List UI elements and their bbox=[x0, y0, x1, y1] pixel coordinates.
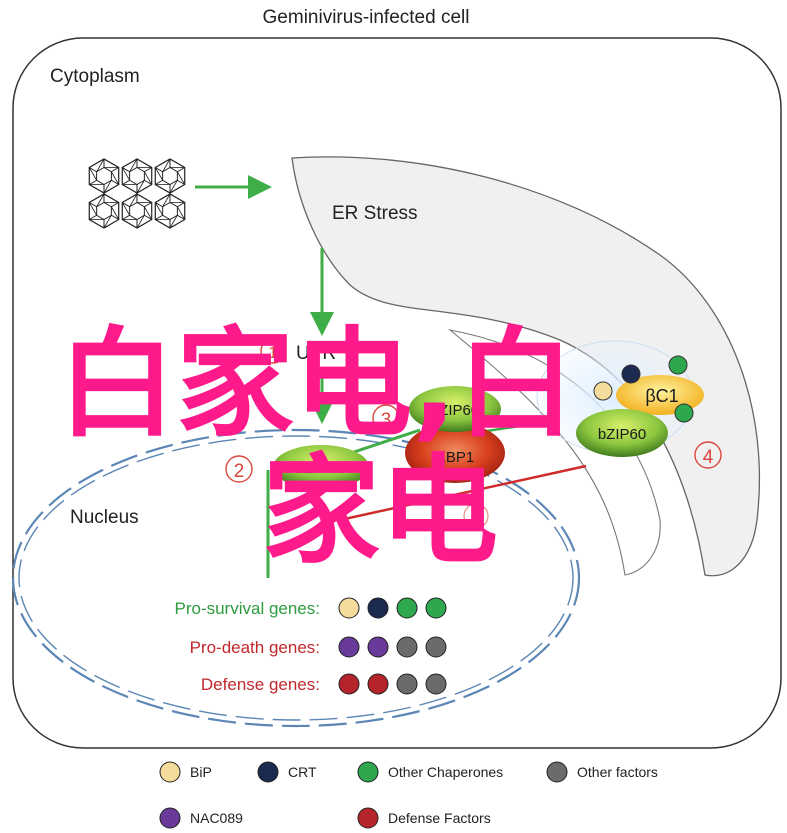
step-1-marker bbox=[260, 338, 286, 364]
watermark-line-1: 白家电,白 bbox=[58, 315, 575, 453]
legend-swatch bbox=[357, 761, 379, 783]
virus-particle-icon bbox=[88, 193, 120, 229]
bzip60-complex-3-label: bZIP60 bbox=[431, 402, 479, 419]
legend-item: NAC089 bbox=[159, 807, 243, 829]
legend-item: CRT bbox=[257, 761, 317, 783]
legend-item: Defense Factors bbox=[357, 807, 491, 829]
bzip60-complex-2 bbox=[273, 445, 369, 489]
legend-swatch bbox=[546, 761, 568, 783]
er-membrane bbox=[291, 156, 761, 577]
virus-particle-icon bbox=[88, 158, 120, 194]
virus-particle-icon bbox=[154, 158, 186, 194]
nucleus-membrane-inner bbox=[18, 435, 574, 721]
legend-item: Other factors bbox=[546, 761, 658, 783]
gene-group-label: Pro-death genes: bbox=[190, 638, 320, 657]
virus-particle-icon bbox=[121, 158, 153, 194]
step-1-number: 1 bbox=[268, 343, 277, 362]
gene-dot bbox=[396, 673, 418, 695]
gene-dot bbox=[367, 597, 389, 619]
virus-particle-icon bbox=[121, 193, 153, 229]
chaperone-dot-2 bbox=[674, 403, 694, 423]
gene-group-label: Defense genes: bbox=[201, 675, 320, 694]
gene-dot bbox=[338, 673, 360, 695]
xbp1-complex-3-label: XBP1 bbox=[436, 449, 474, 466]
geminivirus-particles-icon bbox=[88, 158, 186, 229]
gene-dot bbox=[425, 636, 447, 658]
watermark-line-2: 家电 bbox=[262, 442, 498, 580]
legend-label: Defense Factors bbox=[388, 810, 491, 826]
step-5-number: 5 bbox=[472, 510, 481, 527]
crt-dot bbox=[621, 364, 641, 384]
upr-label: UPR bbox=[296, 343, 336, 364]
bip-dot bbox=[593, 381, 613, 401]
step-5-marker bbox=[463, 503, 489, 529]
gene-dot bbox=[425, 597, 447, 619]
legend-label: Other Chaperones bbox=[388, 764, 503, 780]
legend-label: NAC089 bbox=[190, 810, 243, 826]
gene-dot bbox=[367, 636, 389, 658]
step-2-number: 2 bbox=[234, 461, 245, 482]
virus-particle-icon bbox=[154, 193, 186, 229]
cytoplasm-label: Cytoplasm bbox=[50, 66, 140, 87]
bzip60-complex-4 bbox=[576, 409, 668, 457]
chaperone-dot-1 bbox=[668, 355, 688, 375]
bc1-label: βC1 bbox=[645, 386, 678, 406]
legend-swatch bbox=[159, 761, 181, 783]
inhibition-line bbox=[339, 464, 587, 522]
gene-dot bbox=[338, 636, 360, 658]
legend-swatch bbox=[159, 807, 181, 829]
legend-swatch bbox=[257, 761, 279, 783]
step-2-marker bbox=[225, 455, 253, 483]
bzip60-complex-2-label: bZIP60 bbox=[295, 460, 347, 477]
xbp1-complex-3 bbox=[405, 423, 505, 483]
gene-dot bbox=[396, 597, 418, 619]
diagram-title: Geminivirus-infected cell bbox=[263, 7, 470, 28]
nucleus-membrane-outer bbox=[11, 428, 581, 728]
gene-groups: Pro-survival genes: Pro-death genes: Defen… bbox=[174, 597, 447, 695]
legend-item: Other Chaperones bbox=[357, 761, 503, 783]
legend-label: BiP bbox=[190, 764, 212, 780]
gene-dot bbox=[367, 673, 389, 695]
bzip60-complex-4-label: bZIP60 bbox=[598, 426, 646, 443]
legend-label: CRT bbox=[288, 764, 317, 780]
step-3-number: 3 bbox=[381, 410, 392, 431]
legend-label: Other factors bbox=[577, 764, 658, 780]
er-stress-label: ER Stress bbox=[332, 203, 418, 224]
step-4-number: 4 bbox=[703, 447, 714, 468]
step-3-marker bbox=[372, 404, 400, 432]
nucleus-label: Nucleus bbox=[70, 507, 139, 528]
legend: BiP CRT Other Chaperones Other factorsNAC08… bbox=[159, 761, 658, 829]
step-4-marker bbox=[694, 441, 722, 469]
legend-item: BiP bbox=[159, 761, 212, 783]
gene-dot bbox=[338, 597, 360, 619]
gene-dot bbox=[396, 636, 418, 658]
legend-swatch bbox=[357, 807, 379, 829]
gene-group-label: Pro-survival genes: bbox=[174, 599, 320, 618]
bzip60-complex-3 bbox=[409, 386, 501, 432]
gene-dot bbox=[425, 673, 447, 695]
